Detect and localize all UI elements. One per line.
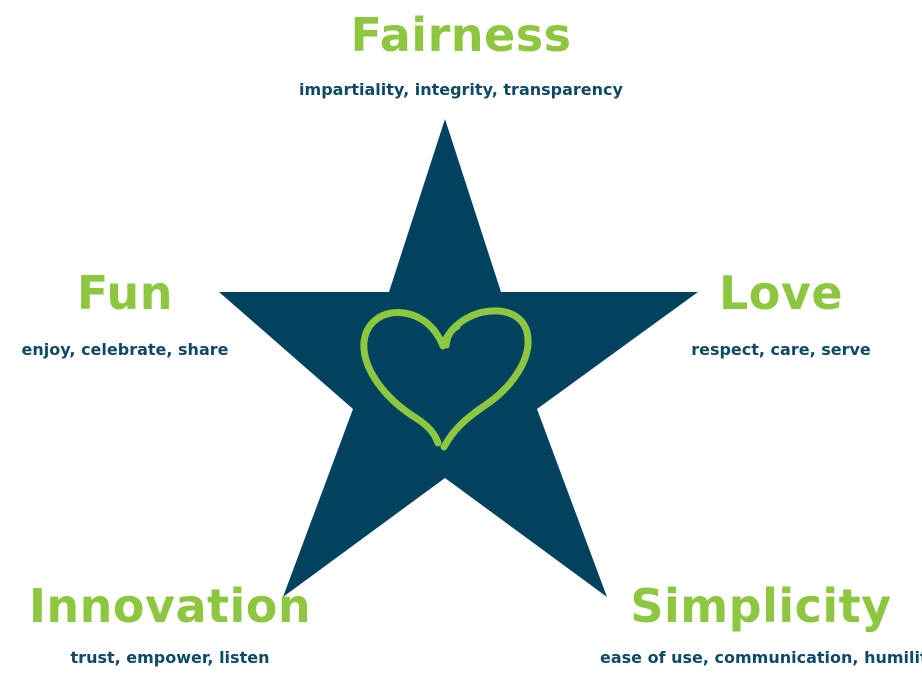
value-subtitle: impartiality, integrity, transparency: [299, 80, 623, 99]
value-simplicity: Simplicity ease of use, communication, h…: [600, 583, 922, 666]
value-fun: Fun enjoy, celebrate, share: [0, 270, 250, 358]
value-title: Fun: [76, 266, 174, 320]
value-title: Innovation: [28, 579, 312, 633]
value-title: Simplicity: [630, 579, 892, 633]
star-icon: [219, 119, 698, 597]
value-fairness: Fairness impartiality, integrity, transp…: [211, 12, 711, 98]
value-innovation: Innovation trust, empower, listen: [0, 583, 340, 666]
value-subtitle: enjoy, celebrate, share: [21, 340, 229, 359]
heart-inner-icon: [444, 324, 461, 349]
value-title: Fairness: [350, 8, 572, 62]
value-subtitle: trust, empower, listen: [70, 648, 270, 667]
value-love: Love respect, care, serve: [640, 270, 922, 358]
heart-icon: [360, 307, 532, 451]
value-title: Love: [718, 266, 844, 320]
value-subtitle: respect, care, serve: [691, 340, 871, 359]
value-subtitle: ease of use, communication, humility: [600, 648, 922, 667]
